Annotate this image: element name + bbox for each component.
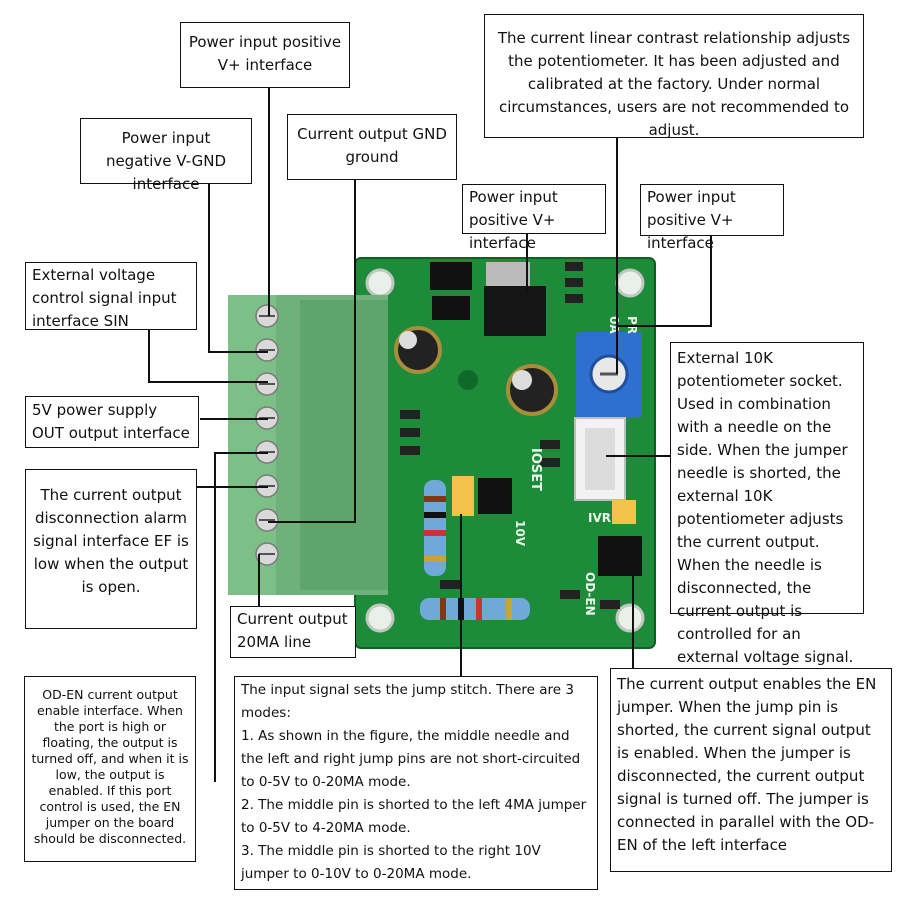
leader-line xyxy=(214,452,216,782)
callout-external-10k-potentiometer: External 10K potentiometer socket. Used … xyxy=(670,342,864,666)
silk-oden: OD-EN xyxy=(583,572,597,616)
mounting-hole xyxy=(365,268,395,298)
leader-line xyxy=(526,232,528,292)
en-jumper xyxy=(598,536,642,576)
callout-5v-power-out: 5V power supply OUT output interface xyxy=(25,396,199,448)
callout-power-input-positive-top: Power input positive V+ interface xyxy=(180,22,350,88)
mounting-hole xyxy=(615,603,645,633)
jump-mode-2: 2. The middle pin is shorted to the left… xyxy=(241,797,587,836)
callout-output-disconnection-alarm: The current output disconnection alarm s… xyxy=(25,469,197,629)
silk-iset: IOSET xyxy=(528,448,543,491)
leader-line xyxy=(606,455,670,457)
leader-line xyxy=(148,381,268,383)
callout-current-output-20ma: Current output 20MA line xyxy=(230,606,356,658)
resistor xyxy=(424,480,446,576)
jump-modes-intro: The input signal sets the jump stitch. T… xyxy=(241,682,574,721)
callout-external-voltage-signal: External voltage control signal input in… xyxy=(25,262,197,330)
leader-line xyxy=(200,418,268,420)
callout-jump-stitch-modes: The input signal sets the jump stitch. T… xyxy=(234,676,598,890)
leader-line xyxy=(710,236,712,326)
mounting-hole xyxy=(615,268,645,298)
leader-line xyxy=(268,88,270,316)
silk-ivr: IVR xyxy=(588,511,611,525)
leader-line xyxy=(618,325,712,327)
callout-en-jumper: The current output enables the EN jumper… xyxy=(610,668,892,872)
leader-line xyxy=(214,452,268,454)
jump-mode-1: 1. As shown in the figure, the middle ne… xyxy=(241,728,581,790)
callout-power-input-negative: Power input negative V-GND interface xyxy=(80,118,252,193)
callout-od-en-interface: OD-EN current output enable interface. W… xyxy=(24,676,196,862)
leader-line xyxy=(268,521,356,523)
callout-contrast-potentiometer: The current linear contrast relationship… xyxy=(484,14,864,139)
opamp-chip xyxy=(478,478,512,514)
mode-jumper xyxy=(452,476,474,516)
leader-line xyxy=(208,184,210,352)
ivr-jumper xyxy=(612,500,636,524)
leader-line xyxy=(196,486,268,488)
leader-line xyxy=(354,180,356,522)
leader-line xyxy=(616,138,618,374)
callout-power-input-positive-right: Power input positive V+ interface xyxy=(640,184,784,252)
leader-line xyxy=(632,576,634,668)
resistor xyxy=(420,598,530,620)
leader-line xyxy=(148,330,150,382)
leader-line xyxy=(460,514,462,676)
callout-power-input-positive-mid: Power input positive V+ interface xyxy=(462,184,606,252)
ic-package xyxy=(430,262,472,290)
silk-10v: 10V xyxy=(513,520,527,547)
smd-resistors xyxy=(400,262,620,609)
mounting-hole xyxy=(365,603,395,633)
leader-line xyxy=(208,351,268,353)
regulator xyxy=(484,286,546,336)
jump-mode-3: 3. The middle pin is shorted to the righ… xyxy=(241,843,541,882)
callout-current-output-gnd: Current output GND ground xyxy=(287,114,457,180)
leader-line xyxy=(258,554,260,606)
